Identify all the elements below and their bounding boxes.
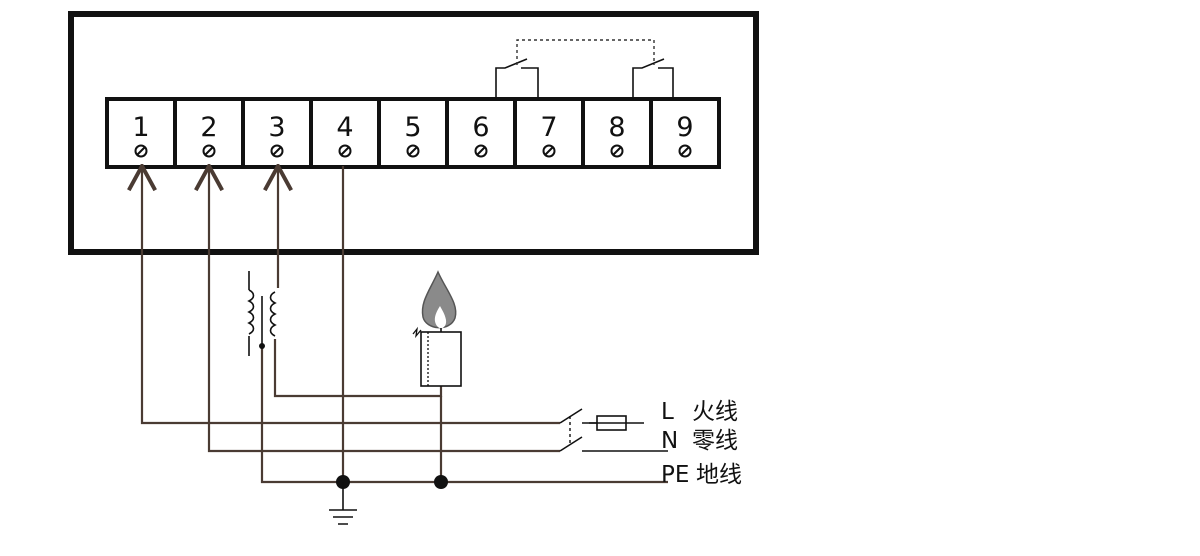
terminal-7: 7 — [513, 97, 585, 169]
screw-icon — [542, 144, 556, 158]
live-line-name: 火线 — [692, 399, 738, 425]
terminal-1-wire — [142, 166, 560, 425]
terminal-8: 8 — [581, 97, 653, 169]
terminal-number: 4 — [336, 112, 353, 143]
ignition-transformer-icon — [247, 271, 277, 356]
terminal-number: 2 — [200, 112, 217, 143]
screw-icon — [134, 144, 148, 158]
terminal-5: 5 — [377, 97, 449, 169]
screw-icon — [474, 144, 488, 158]
screw-icon — [270, 144, 284, 158]
terminal-number: 9 — [676, 112, 693, 143]
neutral-line-code: N — [661, 428, 678, 454]
terminal-1: 1 — [105, 97, 177, 169]
screw-icon — [202, 144, 216, 158]
terminal-3-wire — [275, 166, 443, 398]
terminal-number: 7 — [540, 112, 557, 143]
terminal-number: 5 — [404, 112, 421, 143]
terminal-9: 9 — [649, 97, 721, 169]
terminal-3: 3 — [241, 97, 313, 169]
terminal-4: 4 — [309, 97, 381, 169]
terminal-6: 6 — [445, 97, 517, 169]
screw-icon — [406, 144, 420, 158]
earth-line-name: 地线 — [696, 462, 742, 488]
relay-contact-icon — [495, 39, 674, 99]
neutral-line-name: 零线 — [692, 428, 738, 454]
earth-line-code: PE — [661, 462, 689, 488]
screw-icon — [678, 144, 692, 158]
earth-wire — [260, 346, 668, 489]
burner-flame-icon — [412, 270, 462, 387]
terminal-number: 1 — [132, 112, 149, 143]
double-pole-switch-icon — [559, 408, 668, 452]
terminal-2-wire — [209, 166, 560, 453]
screw-icon — [338, 144, 352, 158]
terminal-2: 2 — [173, 97, 245, 169]
live-line-code: L — [661, 399, 674, 425]
terminal-number: 3 — [268, 112, 285, 143]
terminal-number: 6 — [472, 112, 489, 143]
terminal-block: 1 2 3 4 5 6 7 8 9 — [105, 97, 721, 169]
fuse-icon — [589, 415, 644, 431]
screw-icon — [610, 144, 624, 158]
ground-icon — [329, 482, 357, 525]
terminal-number: 8 — [608, 112, 625, 143]
